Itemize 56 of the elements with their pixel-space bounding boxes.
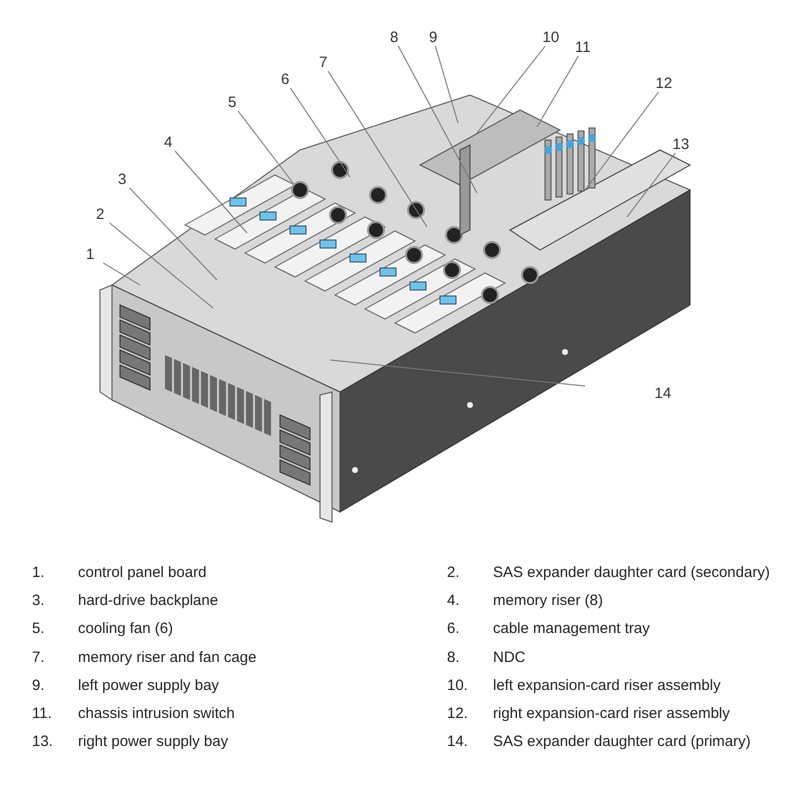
leader-line [476, 46, 546, 134]
part-name: chassis intrusion switch [78, 705, 235, 723]
leader-line [330, 360, 586, 386]
callout-number: 8. [447, 648, 460, 667]
callout-number: 4. [447, 592, 460, 610]
part-name: NDC [493, 648, 526, 667]
part-name: hard-drive backplane [78, 592, 218, 610]
callout-number: 2. [447, 564, 460, 582]
callout-number: 6 [281, 72, 290, 88]
leader-line [102, 262, 140, 286]
leader-line [129, 188, 218, 280]
part-name: right expansion-card riser assembly [493, 705, 730, 723]
callout-number: 11 [575, 40, 591, 56]
part-name: cable management tray [493, 620, 650, 638]
callout-number: 13. [32, 733, 53, 752]
callout-number: 9. [32, 676, 45, 695]
leader-line [328, 70, 428, 228]
callout-number: 2 [96, 207, 104, 223]
part-name: right power supply bay [78, 733, 228, 752]
leader-line [174, 150, 248, 234]
part-name: left power supply bay [78, 676, 219, 695]
callout-number: 5. [32, 620, 45, 638]
callout-number: 13 [672, 137, 690, 153]
leader-line [398, 46, 478, 194]
callout-number: 10. [447, 676, 468, 695]
part-name: control panel board [78, 564, 206, 582]
callout-number: 8 [390, 30, 398, 46]
leader-line [290, 88, 350, 178]
part-name: cooling fan (6) [78, 620, 174, 638]
callout-number: 3 [118, 172, 126, 188]
part-name: left expansion-card riser assembly [493, 676, 721, 695]
callout-number: 14 [654, 386, 672, 402]
callout-number: 6. [447, 620, 460, 638]
callout-number: 12 [656, 76, 672, 92]
leader-line [536, 56, 579, 128]
leader-line [109, 222, 214, 308]
callout-number: 4 [164, 135, 172, 151]
callout-number: 1 [86, 247, 94, 263]
part-name: SAS expander daughter card (primary) [493, 733, 751, 752]
callout-number: 9 [429, 30, 438, 46]
callout-number: 11. [32, 705, 52, 723]
callout-number: 5 [228, 95, 236, 111]
callout-number: 12. [447, 705, 468, 723]
leader-line [626, 152, 676, 218]
callout-number: 7. [32, 648, 45, 667]
leader-line [584, 92, 659, 190]
leader-line [238, 110, 294, 184]
callout-number: 14. [447, 733, 468, 752]
callout-number: 1. [32, 564, 45, 582]
leader-line [434, 46, 458, 124]
part-name: memory riser (8) [493, 592, 604, 610]
part-name: SAS expander daughter card (secondary) [493, 564, 770, 582]
callout-number: 10 [542, 30, 560, 46]
part-name: memory riser and fan cage [78, 648, 256, 667]
callout-number: 3. [32, 592, 45, 610]
callout-number: 7 [319, 55, 328, 71]
